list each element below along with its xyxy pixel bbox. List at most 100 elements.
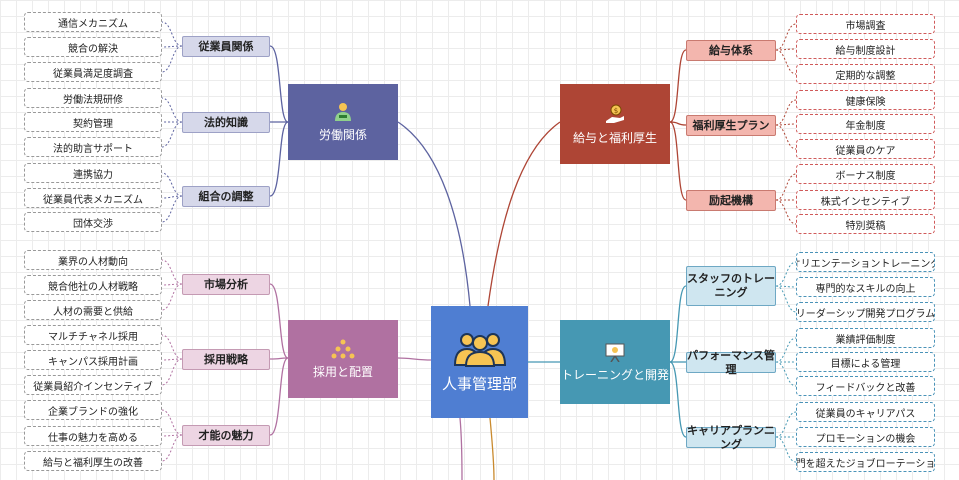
connector-line [161, 409, 183, 436]
topic-training-development[interactable]: トレーニングと開発 [560, 320, 670, 404]
connector-line [161, 121, 183, 148]
central-topic[interactable]: 人事管理部 [431, 306, 528, 418]
subtopic-recruitment-strategy[interactable]: 採用戦略 [182, 349, 270, 370]
topic-compensation-label: 給与と福利厚生 [572, 130, 657, 145]
svg-text:$: $ [614, 107, 618, 115]
leaf-promotion-opportunities[interactable]: プロモーションの機会 [796, 427, 935, 447]
connector-line [269, 121, 289, 197]
leaf-pension-system[interactable]: 年金制度 [796, 114, 935, 134]
subtopic-legal-knowledge[interactable]: 法的知識 [182, 112, 270, 133]
leaf-corporate-brand[interactable]: 企業ブランドの強化 [24, 400, 162, 420]
leaf-collective-bargaining[interactable]: 団体交渉 [24, 212, 162, 232]
money-hand-icon: $ [606, 104, 624, 123]
leaf-legal-advice-support[interactable]: 法的助言サポート [24, 137, 162, 157]
topic-recruitment-label: 採用と配置 [312, 364, 373, 379]
connector-line [459, 417, 463, 480]
leaf-employee-representative-mechanism[interactable]: 従業員代表メカニズム [24, 188, 162, 208]
subtopic-salary-structure[interactable]: 給与体系 [686, 40, 776, 61]
subtopic-performance-management[interactable]: パフォーマンス管理 [686, 348, 776, 376]
connector-line [161, 45, 183, 73]
connector-line [775, 285, 797, 288]
leaf-job-attractiveness[interactable]: 仕事の魅力を高める [24, 426, 162, 446]
connector-line [775, 261, 797, 287]
subtopic-market-analysis[interactable]: 市場分析 [182, 274, 270, 295]
leaf-campus-recruitment-plan[interactable]: キャンパス採用計画 [24, 350, 162, 370]
leaf-conflict-resolution[interactable]: 競合の解決 [24, 37, 162, 57]
connector-line [487, 121, 561, 307]
topic-labor-relations[interactable]: 労働関係 [288, 84, 398, 160]
leaf-professional-skill-improvement[interactable]: 専門的なスキルの向上 [796, 277, 935, 297]
subtopic-benefits-plan[interactable]: 福利厚生プラン [686, 115, 776, 136]
connector-line [669, 49, 687, 123]
subtopic-career-planning[interactable]: キャリアプランニング [686, 423, 776, 451]
presentation-board-icon [605, 343, 625, 362]
topic-training-label: トレーニングと開発 [560, 367, 669, 382]
connector-line [161, 358, 183, 386]
connector-line [775, 123, 797, 126]
leaf-stock-incentive[interactable]: 株式インセンティブ [796, 190, 935, 210]
leaf-salary-benefits-improvement[interactable]: 給与と福利厚生の改善 [24, 451, 162, 471]
connector-line [161, 259, 183, 285]
connector-line [269, 45, 289, 123]
leaf-orientation-training[interactable]: オリエンテーショントレーニング [796, 252, 935, 272]
leaf-employee-care[interactable]: 従業員のケア [796, 139, 935, 159]
topic-recruitment-placement[interactable]: 採用と配置 [288, 320, 398, 398]
leaf-employee-career-path[interactable]: 従業員のキャリアパス [796, 402, 935, 422]
leaf-performance-evaluation-system[interactable]: 業績評価制度 [796, 328, 935, 348]
connector-line [269, 357, 289, 436]
connector-line [397, 121, 471, 307]
connector-line [775, 337, 797, 363]
subtopic-incentive-mechanism[interactable]: 励起機構 [686, 190, 776, 211]
connector-line [775, 361, 797, 387]
leaf-industry-talent-trends[interactable]: 業界の人材動向 [24, 250, 162, 270]
connector-line [775, 411, 797, 438]
connector-line [161, 283, 183, 311]
subtopic-staff-training[interactable]: スタッフのトレーニング [686, 266, 776, 306]
connector-line [161, 195, 183, 199]
leaf-market-research[interactable]: 市場調査 [796, 14, 935, 34]
leaf-labor-law-training[interactable]: 労働法規研修 [24, 88, 162, 108]
team-people-icon [453, 332, 506, 367]
topic-compensation-benefits[interactable]: $ 給与と福利厚生 [560, 84, 670, 164]
connector-line [161, 195, 183, 223]
connector-line [161, 434, 183, 437]
subtopic-employee-relations[interactable]: 従業員関係 [182, 36, 270, 57]
leaf-multichannel-recruitment[interactable]: マルチチャネル採用 [24, 325, 162, 345]
leaf-regular-adjustment[interactable]: 定期的な調整 [796, 64, 935, 84]
subtopic-union-coordination[interactable]: 組合の調整 [182, 186, 270, 207]
connector-line [161, 434, 183, 462]
leaf-contract-management[interactable]: 契約管理 [24, 112, 162, 132]
handshake-people-icon [335, 102, 351, 121]
leaf-special-award[interactable]: 特別奨稿 [796, 214, 935, 234]
connector-line [775, 99, 797, 126]
connector-line [161, 172, 183, 197]
leaf-bonus-system[interactable]: ボーナス制度 [796, 164, 935, 184]
leaf-management-by-objectives[interactable]: 目標による管理 [796, 352, 935, 372]
leaf-salary-system-design[interactable]: 給与制度設計 [796, 39, 935, 59]
subtopic-talent-attraction[interactable]: 才能の魅力 [182, 425, 270, 446]
leaf-leadership-development[interactable]: リーダーシップ開発プログラム [796, 302, 935, 322]
connector-line [269, 357, 289, 360]
connector-line [775, 49, 797, 75]
connector-line [775, 199, 797, 225]
connector-line [775, 436, 797, 463]
central-label: 人事管理部 [441, 374, 517, 393]
leaf-communication-mechanism[interactable]: 通信メカニズム [24, 12, 162, 32]
connector-line [775, 48, 797, 51]
leaf-feedback-improvement[interactable]: フィードバックと改善 [796, 376, 935, 396]
leaf-employee-satisfaction-survey[interactable]: 従業員満足度調査 [24, 62, 162, 82]
leaf-cross-department-rotation[interactable]: 部門を超えたジョブローテーション [796, 452, 935, 472]
connector-line [669, 285, 687, 363]
connector-line [489, 417, 495, 480]
topic-labor-label: 労働関係 [318, 127, 367, 142]
leaf-employee-referral-incentive[interactable]: 従業員紹介インセンティブ [24, 375, 162, 395]
connector-line [397, 357, 432, 361]
org-pyramid-icon [331, 339, 355, 358]
connector-line [161, 358, 183, 361]
leaf-competitor-talent-strategy[interactable]: 競合他社の人材戦略 [24, 275, 162, 295]
leaf-talent-supply-demand[interactable]: 人材の需要と供給 [24, 300, 162, 320]
leaf-health-insurance[interactable]: 健康保険 [796, 90, 935, 110]
leaf-cooperation[interactable]: 連携協力 [24, 163, 162, 183]
connector-line [269, 283, 289, 359]
